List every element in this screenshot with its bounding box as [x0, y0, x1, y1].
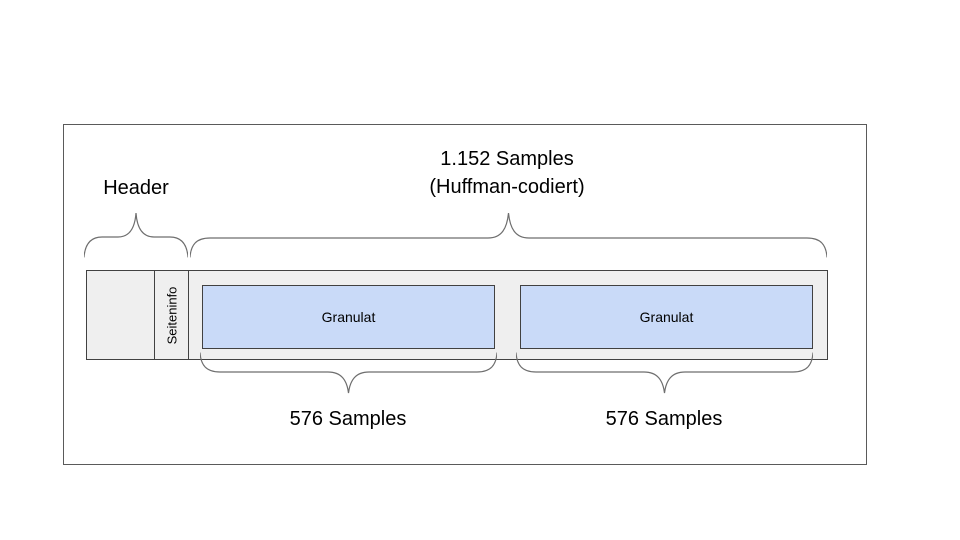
samples-title-line2: (Huffman-codiert) [429, 176, 585, 198]
header-brace [84, 212, 188, 258]
samples-title-line1: 1.152 Samples [440, 148, 574, 170]
seiteninfo-label: Seiteninfo [164, 286, 180, 344]
samples-right-label: 576 Samples [605, 408, 723, 430]
diagram-frame [63, 124, 867, 465]
header-label: Header [103, 177, 169, 199]
seiteninfo-cell: Seiteninfo [154, 271, 189, 359]
granule-block-1: Granulat [202, 285, 495, 349]
samples-brace [190, 212, 827, 258]
samples-left-label: 576 Samples [289, 408, 407, 430]
granule-block-2: Granulat [520, 285, 813, 349]
samples-title: 1.152 Samples (Huffman-codiert) [357, 145, 657, 201]
granule2-brace [516, 352, 813, 394]
granule1-brace [200, 352, 497, 394]
frame-bar: Seiteninfo Granulat Granulat [86, 270, 828, 360]
